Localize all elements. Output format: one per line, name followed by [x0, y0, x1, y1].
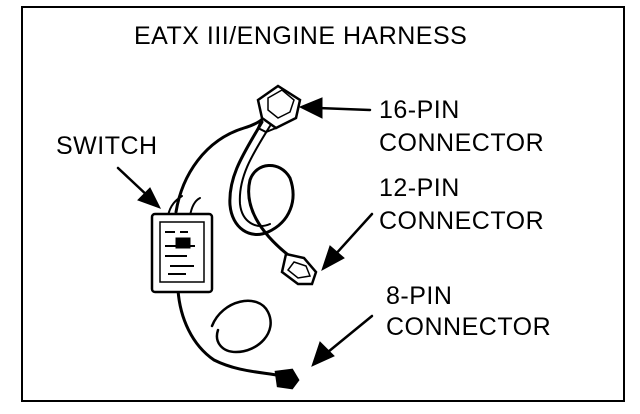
- arrowhead-8-pin: [311, 341, 335, 367]
- switch-box: [150, 212, 214, 294]
- cable-loop-8-pin: [210, 299, 272, 354]
- diagram-title: EATX III/ENGINE HARNESS: [134, 22, 468, 50]
- cable-loop-strand: [238, 125, 271, 227]
- arrow-16-pin: [316, 106, 372, 112]
- connector-12-pin: [280, 252, 318, 286]
- cable-loop-16-to-12: [228, 120, 295, 260]
- connector-8-pin: [274, 368, 300, 390]
- arrowhead-switch: [137, 187, 162, 209]
- label-8-pin-line1: 8-PIN: [386, 282, 453, 310]
- arrowhead-12-pin: [321, 245, 345, 272]
- label-16-pin-line1: 16-PIN: [379, 96, 460, 124]
- diagram-frame: [21, 6, 625, 402]
- label-16-pin-line2: CONNECTOR: [379, 129, 545, 157]
- label-switch: SWITCH: [56, 132, 158, 160]
- cable-to-16-pin: [174, 108, 272, 214]
- arrow-8-pin: [326, 314, 374, 354]
- label-8-pin-line2: CONNECTOR: [386, 313, 552, 341]
- arrowhead-16-pin: [298, 97, 323, 119]
- label-12-pin-line2: CONNECTOR: [379, 207, 545, 235]
- cable-to-8-pin: [176, 288, 284, 378]
- arrow-12-pin: [332, 212, 374, 258]
- label-12-pin-line1: 12-PIN: [379, 174, 460, 202]
- connector-16-pin: [256, 84, 302, 134]
